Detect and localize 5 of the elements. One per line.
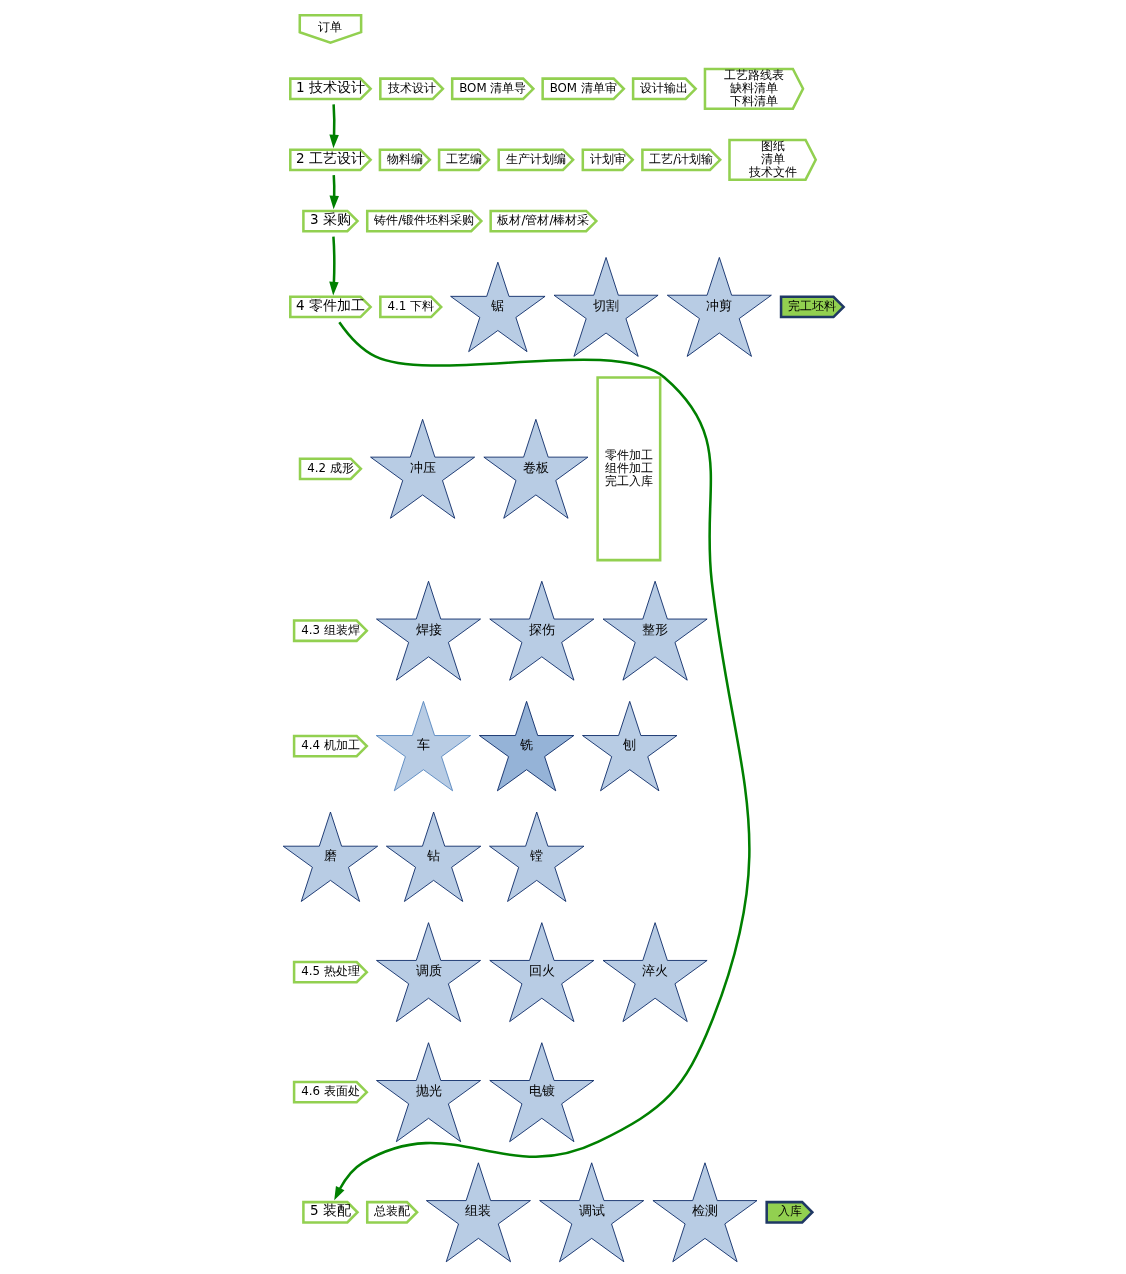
arrow [328, 104, 339, 149]
node-box: 零件加工 组件加工 完工入库 [595, 376, 661, 562]
arrow [333, 321, 750, 1201]
arrow [328, 236, 339, 296]
arrow [328, 175, 339, 210]
